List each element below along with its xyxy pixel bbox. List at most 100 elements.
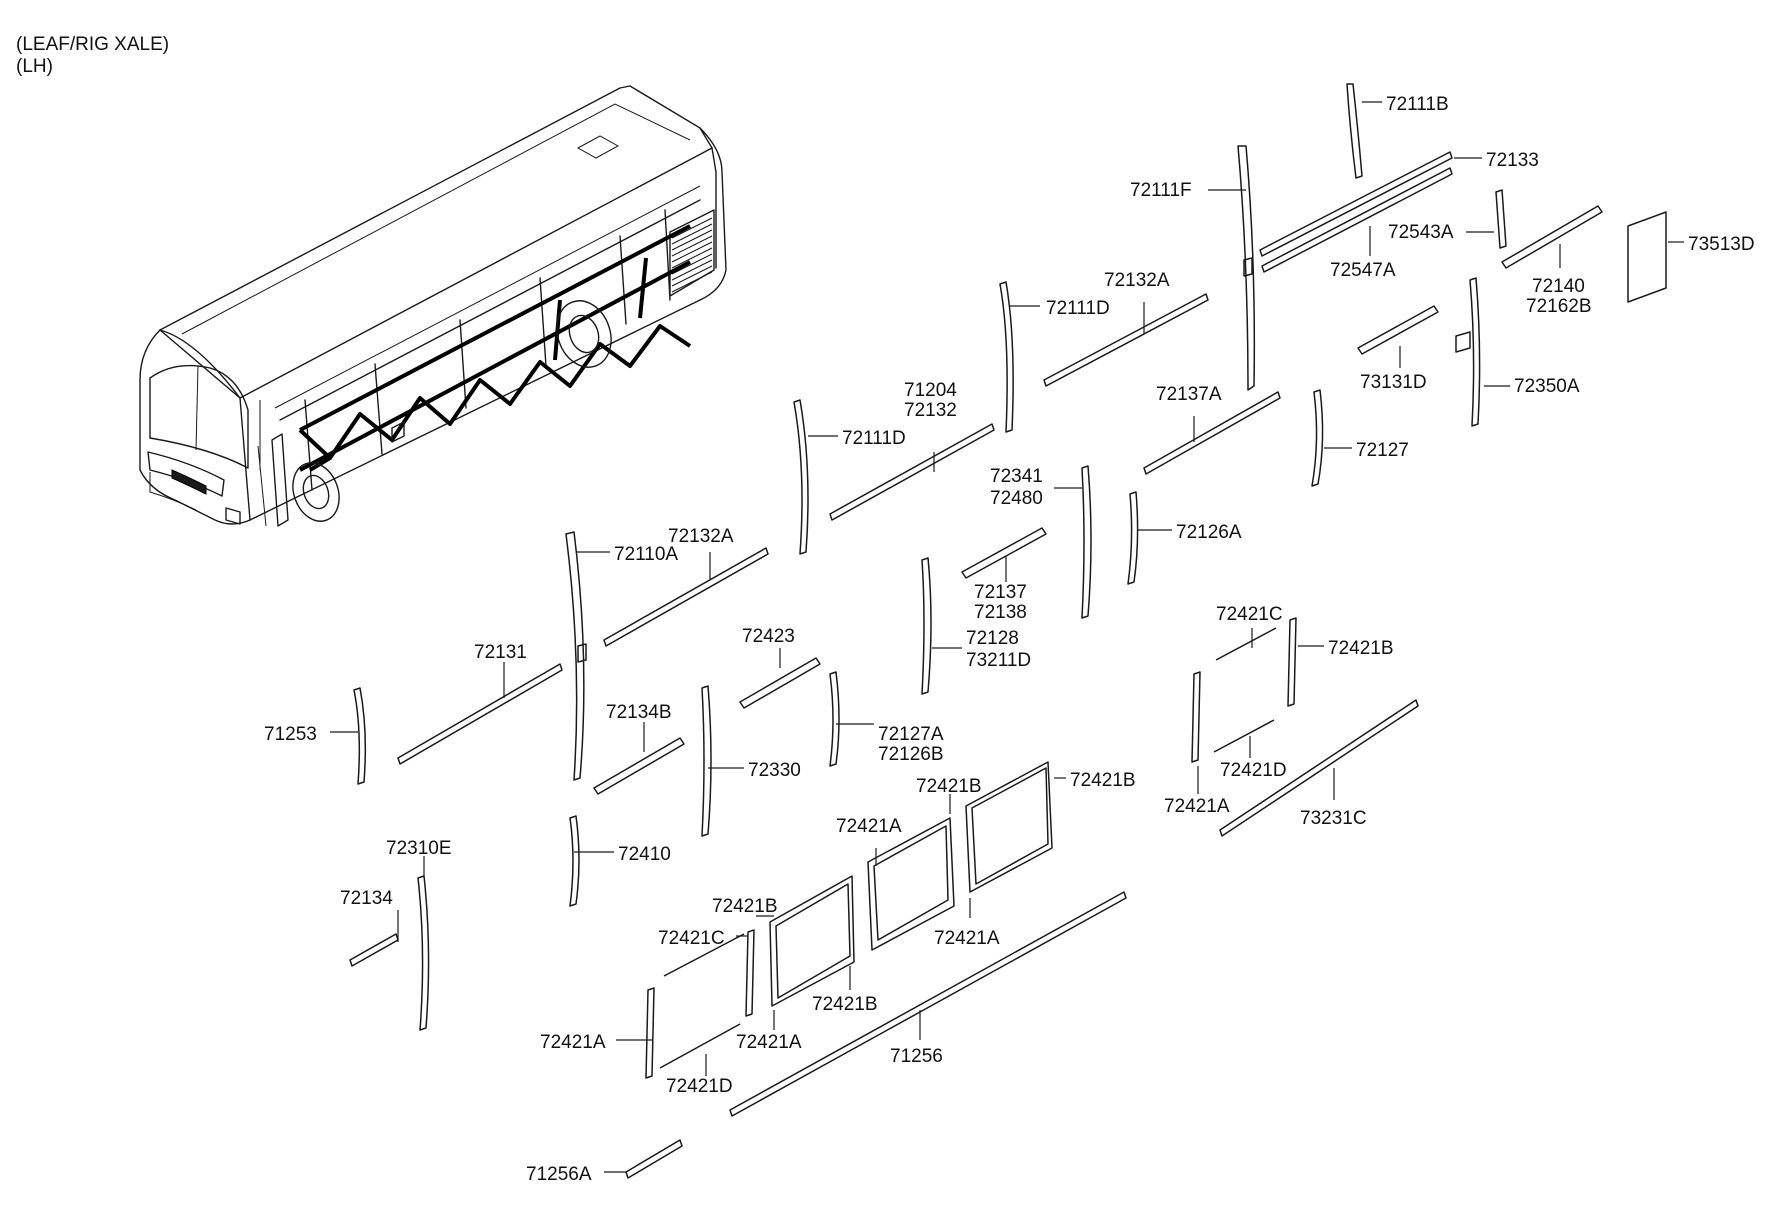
part-label: 72421B bbox=[1070, 770, 1136, 791]
part-label: 72111B bbox=[1386, 94, 1449, 115]
part-72132A-lower bbox=[603, 547, 769, 647]
part-label: 72132 bbox=[904, 400, 957, 421]
part-label: 73231C bbox=[1300, 808, 1367, 829]
part-label: 72140 bbox=[1532, 276, 1585, 297]
part-label: 72421D bbox=[666, 1076, 733, 1097]
part-73231C bbox=[1219, 699, 1419, 837]
part-label: 72421A bbox=[736, 1032, 802, 1053]
part-72111F bbox=[1237, 145, 1256, 391]
part-label: 72543A bbox=[1388, 222, 1454, 243]
part-73513D bbox=[1627, 211, 1667, 303]
part-72137 bbox=[961, 527, 1047, 579]
part-label: 72127 bbox=[1356, 440, 1409, 461]
part-72421A-left bbox=[645, 987, 655, 1079]
part-label: 72137 bbox=[974, 582, 1027, 603]
part-label: 72111D bbox=[842, 428, 906, 449]
part-label: 72111D bbox=[1046, 298, 1110, 319]
part-72137A bbox=[1143, 391, 1281, 475]
part-label: 72421A bbox=[1164, 796, 1230, 817]
part-label: 72423 bbox=[742, 626, 795, 647]
part-label: 72350A bbox=[1514, 376, 1580, 397]
part-72421B-left bbox=[745, 929, 755, 1017]
part-72131 bbox=[397, 663, 563, 765]
part-label: 72421D bbox=[1220, 760, 1287, 781]
part-71256A bbox=[625, 1139, 683, 1179]
part-72133 bbox=[1259, 151, 1453, 257]
part-72128 bbox=[921, 557, 932, 695]
part-72111D-lower bbox=[793, 399, 809, 555]
part-label: 72138 bbox=[974, 602, 1027, 623]
part-72421C-right bbox=[1215, 627, 1277, 661]
part-72421B-right bbox=[1287, 617, 1297, 707]
part-labels: 72111B 72133 72111F 72543A 73513D 72547A… bbox=[264, 94, 1755, 1185]
part-72134B bbox=[593, 737, 685, 795]
part-label: 72131 bbox=[474, 642, 527, 663]
part-72132A-upper bbox=[1043, 293, 1209, 387]
part-label: 72410 bbox=[618, 844, 671, 865]
part-label: 72132A bbox=[1104, 270, 1170, 291]
part-label: 72132A bbox=[668, 526, 734, 547]
header-line-1: (LEAF/RIG XALE) bbox=[16, 34, 170, 55]
header-line-2: (LH) bbox=[16, 56, 53, 77]
part-label: 71256 bbox=[890, 1046, 943, 1067]
part-72310E bbox=[417, 875, 430, 1031]
part-label: 72421B bbox=[916, 776, 982, 797]
part-73131D bbox=[1357, 305, 1439, 355]
part-label: 72137A bbox=[1156, 384, 1222, 405]
part-72421A-mid bbox=[867, 817, 955, 951]
leader-lines bbox=[330, 101, 1684, 1173]
part-label: 72111F bbox=[1130, 180, 1192, 201]
part-72127A bbox=[829, 671, 840, 767]
part-72330 bbox=[701, 685, 712, 837]
part-label: 72310E bbox=[386, 838, 452, 859]
part-72547A bbox=[1261, 167, 1453, 273]
part-72111D-upper bbox=[999, 281, 1014, 433]
part-72421B-mid bbox=[965, 761, 1053, 893]
part-label: 72162B bbox=[1526, 296, 1592, 317]
part-label: 72127A bbox=[878, 724, 944, 745]
part-72421B-lower bbox=[769, 875, 855, 1007]
part-72543A bbox=[1495, 189, 1507, 249]
part-label: 72421C bbox=[1216, 604, 1283, 625]
part-label: 72421C bbox=[658, 928, 725, 949]
part-label: 72421B bbox=[1328, 638, 1394, 659]
part-label: 72421B bbox=[712, 896, 778, 917]
part-72341 bbox=[1081, 465, 1092, 619]
part-72126A bbox=[1127, 491, 1139, 585]
part-label: 72421A bbox=[836, 816, 902, 837]
part-label: 72421A bbox=[540, 1032, 606, 1053]
part-label: 72134B bbox=[606, 702, 672, 723]
part-label: 72341 bbox=[990, 466, 1043, 487]
part-72127 bbox=[1311, 389, 1324, 487]
part-71253 bbox=[353, 687, 367, 785]
part-label: 72126A bbox=[1176, 522, 1242, 543]
part-label: 71253 bbox=[264, 724, 317, 745]
part-72410 bbox=[569, 815, 580, 907]
part-72110A bbox=[565, 531, 585, 781]
part-label: 72480 bbox=[990, 488, 1043, 509]
part-label: 71204 bbox=[904, 380, 957, 401]
part-label: 72421B bbox=[812, 994, 878, 1015]
part-72421A-right bbox=[1191, 671, 1201, 763]
bus-illustration bbox=[139, 85, 727, 527]
part-label: 71256A bbox=[526, 1164, 592, 1185]
part-label: 72330 bbox=[748, 760, 801, 781]
part-label: 72134 bbox=[340, 888, 393, 909]
part-72350A bbox=[1469, 277, 1481, 427]
part-72132 bbox=[829, 423, 995, 521]
part-72421D-left bbox=[659, 1023, 741, 1069]
part-72111B bbox=[1346, 83, 1363, 179]
part-72140 bbox=[1501, 205, 1603, 269]
part-71256 bbox=[729, 891, 1127, 1117]
part-label: 72421A bbox=[934, 928, 1000, 949]
part-72421C-left bbox=[663, 933, 745, 977]
part-label: 72547A bbox=[1330, 260, 1396, 281]
part-label: 72133 bbox=[1486, 150, 1539, 171]
part-label: 73131D bbox=[1360, 372, 1427, 393]
part-label: 72126B bbox=[878, 744, 944, 765]
part-label: 73211D bbox=[966, 650, 1031, 671]
part-label: 73513D bbox=[1688, 234, 1755, 255]
part-label: 72128 bbox=[966, 628, 1019, 649]
part-72134 bbox=[349, 933, 399, 967]
